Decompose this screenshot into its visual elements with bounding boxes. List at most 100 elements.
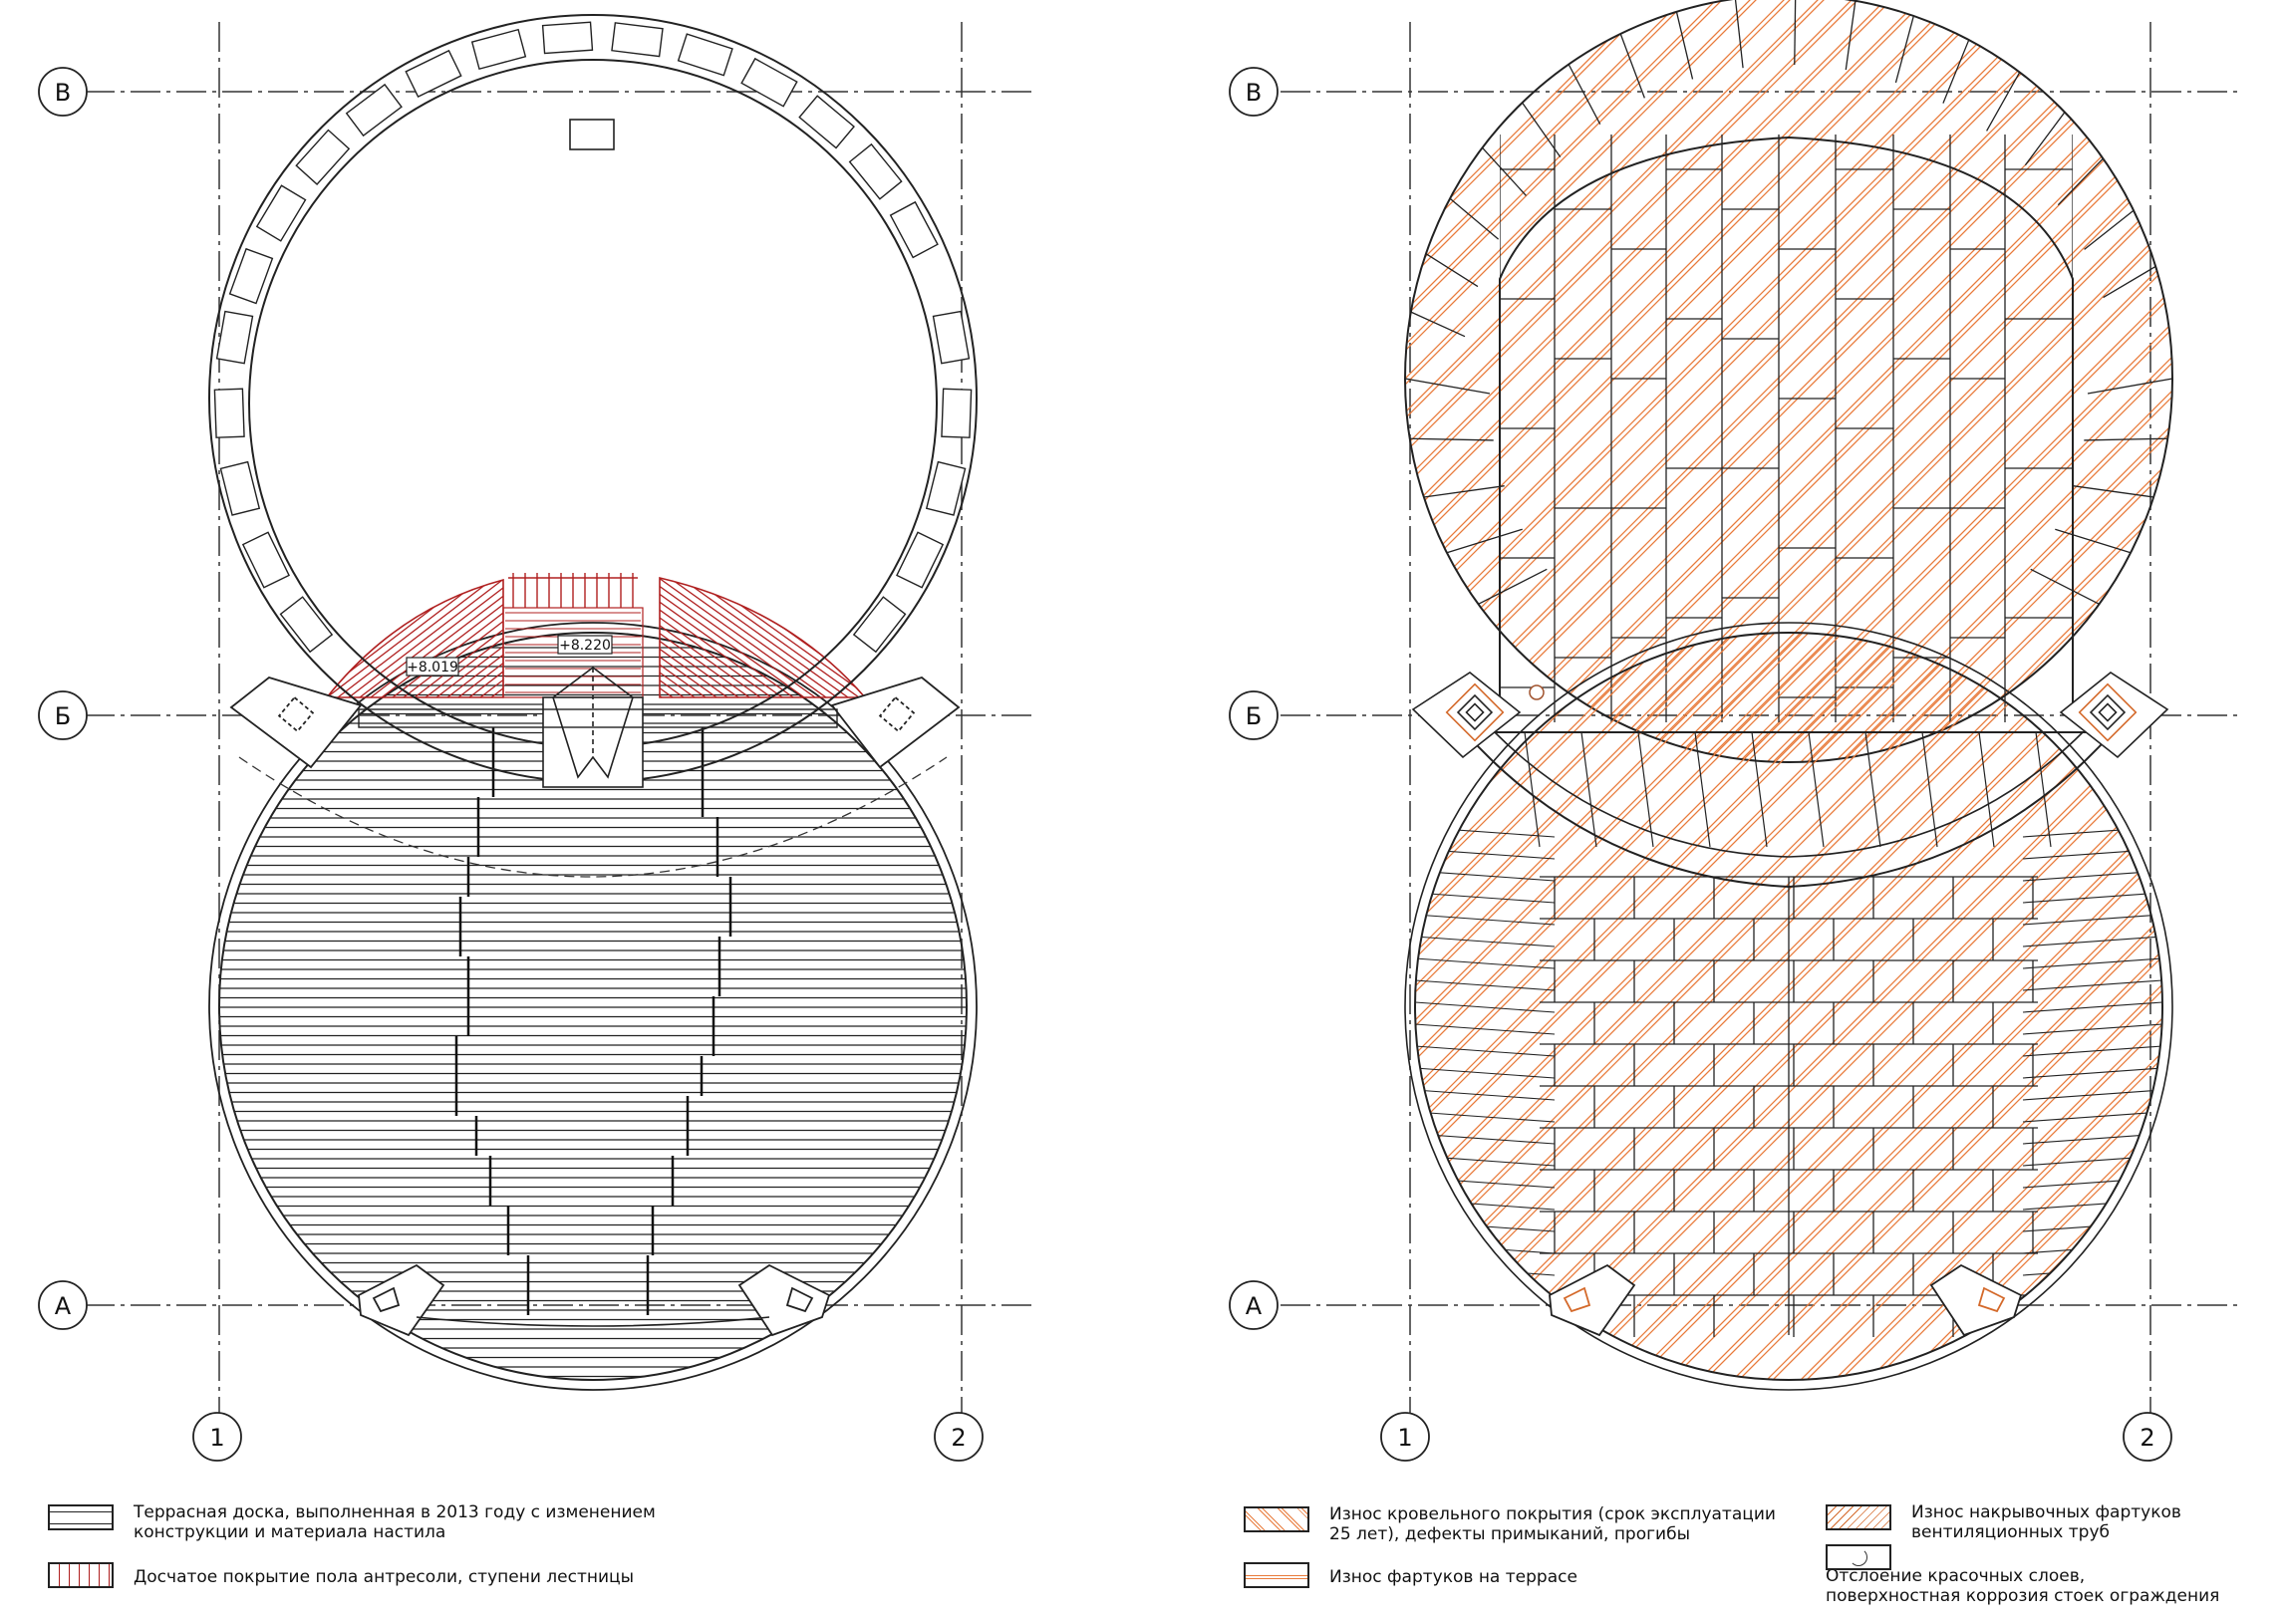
terrace-hatch-line	[1717, 633, 2162, 1380]
roof-hatch-line	[1405, 0, 1607, 762]
terrace-hatch-line	[1892, 633, 2162, 1380]
mezz-hatch-line	[660, 578, 702, 697]
roof-ring-joint	[1845, 0, 1857, 71]
axis-bubble-row-b-right: Б	[1229, 690, 1279, 740]
terrace-hatch-line	[1415, 633, 1500, 1380]
ring-window-panel	[941, 388, 973, 438]
roof-hatch-line	[572, 0, 1369, 777]
ring-window-panel	[798, 95, 855, 149]
ring-window-panel	[345, 83, 403, 137]
legend-text: Износ кровельного покрытия (срок эксплуа…	[1329, 1504, 1776, 1544]
ring-window-panel	[611, 22, 664, 58]
terrace-hatch-line	[1548, 633, 2162, 1380]
roof-ring-joint	[1478, 568, 1548, 605]
roof-hatch-line	[2090, 0, 2172, 762]
terrace-right-outline-outer	[1404, 622, 2173, 1391]
mezz-hatch-line	[435, 580, 503, 697]
arc-strip-joint	[1864, 731, 1881, 848]
roof-hatch-line	[1683, 0, 2172, 762]
terrace-hatch-line	[2157, 633, 2162, 1380]
terrace-fan-line	[2022, 1177, 2162, 1189]
arc-strip-joint	[1694, 731, 1711, 848]
terrace-hatch-line	[2226, 598, 2286, 1395]
roof-ring-joint	[1425, 253, 1479, 288]
terrace-outline	[218, 632, 968, 1381]
mezz-hatch-line	[660, 578, 745, 697]
roof-ring-joint	[2055, 528, 2132, 554]
top-vent-box	[569, 119, 615, 150]
terrace-hatch-line	[1514, 633, 2162, 1380]
roof-hatch-line	[606, 0, 1403, 777]
roof-ring-joint	[2073, 485, 2154, 498]
terrace-hatch-line	[606, 598, 1403, 1395]
roof-ring-joint	[1482, 146, 1527, 196]
roof-hatch-line	[1405, 0, 1906, 762]
axis-label: 2	[2140, 1424, 2154, 1452]
terrace-hatch-line	[1415, 633, 1839, 1380]
vent-left	[1411, 672, 1522, 759]
mezz-hatch-line	[660, 578, 767, 697]
roof-hatch-line	[2157, 0, 2172, 762]
ring-window-panel	[279, 596, 334, 654]
roof-hatch-line	[1405, 0, 2082, 762]
ring-window-panel	[541, 21, 594, 55]
terrace-fan-line	[1415, 1199, 1556, 1211]
terrace-hatch-line	[1415, 633, 1940, 1380]
roof-hatch-line	[1405, 0, 1466, 762]
roof-hatch-line	[1405, 0, 1737, 762]
roof-ring-joint	[1404, 378, 1491, 395]
ring-window-panel	[889, 200, 939, 259]
terrace-hatch-line	[1581, 633, 2162, 1380]
terrace-fan-line	[2022, 1264, 2162, 1276]
roof-hatch-line	[1405, 0, 2042, 762]
terrace-hatch-line	[1415, 633, 1743, 1380]
arc-strip-joint	[1921, 731, 1938, 848]
terrace-hatch-line	[1587, 633, 2162, 1380]
terrace-fan-line	[1415, 979, 1556, 991]
mezz-hatch-line	[660, 578, 800, 697]
terrace-fan-line	[1415, 1067, 1556, 1079]
mezz-hatch-line	[446, 580, 503, 697]
roof-hatch-line	[1926, 0, 2172, 762]
terrace-fan-line	[2022, 892, 2162, 904]
terrace-hatch-line	[1415, 633, 2048, 1380]
roof-hatch-line	[1581, 0, 2172, 762]
roof-top	[572, 0, 2286, 777]
roof-hatch-line	[1405, 0, 1641, 762]
roof-hatch-line	[1920, 0, 2172, 762]
roof-hatch-line	[2124, 0, 2172, 762]
mezz-hatch-line	[660, 578, 713, 697]
terrace-hatch-line	[1415, 633, 1878, 1380]
terrace-fan-line	[2022, 1023, 2162, 1035]
roof-hatch-line	[1405, 0, 2110, 762]
terrace-fan-line	[2022, 979, 2162, 991]
terrace-outline-outer	[208, 622, 978, 1391]
terrace-hatch-line	[1415, 633, 2076, 1380]
roof-hatch-line	[1405, 0, 1912, 762]
axis-label: 2	[951, 1424, 966, 1452]
terrace-hatch-line	[1415, 633, 1506, 1380]
axis-bubble-col-1-right: 1	[1380, 1412, 1430, 1462]
terrace-hatch-line	[1415, 633, 1703, 1380]
terrace-fan-line	[1415, 1045, 1556, 1057]
roof-hatch-line	[1785, 0, 2172, 762]
terrace-hatch-line	[1689, 633, 2162, 1380]
ring-window-panel	[405, 49, 462, 98]
roof-hatch-line	[1615, 0, 2172, 762]
vent-right	[2059, 672, 2169, 759]
ring-window-panel	[255, 184, 307, 242]
ring-window-panel	[677, 33, 733, 77]
stair-block	[542, 667, 644, 788]
ring-window-panel	[470, 28, 527, 71]
roof-hatch-line	[1405, 0, 1845, 762]
terrace-hatch-line	[1853, 633, 2162, 1380]
terrace-edge	[416, 1316, 770, 1327]
roof-ring-joint	[1675, 11, 1694, 80]
legend-swatch-paint	[1826, 1544, 1891, 1570]
terrace-hatch-line	[1415, 633, 1912, 1380]
ring-window-panels	[213, 21, 973, 654]
legend-terrace-apron-wear: Износ фартуков на террасе	[1244, 1560, 1577, 1588]
roof-hatch-line	[1405, 0, 1540, 762]
roof-hatch-line	[1514, 0, 2172, 762]
roof-hatch-line	[2232, 0, 2286, 777]
